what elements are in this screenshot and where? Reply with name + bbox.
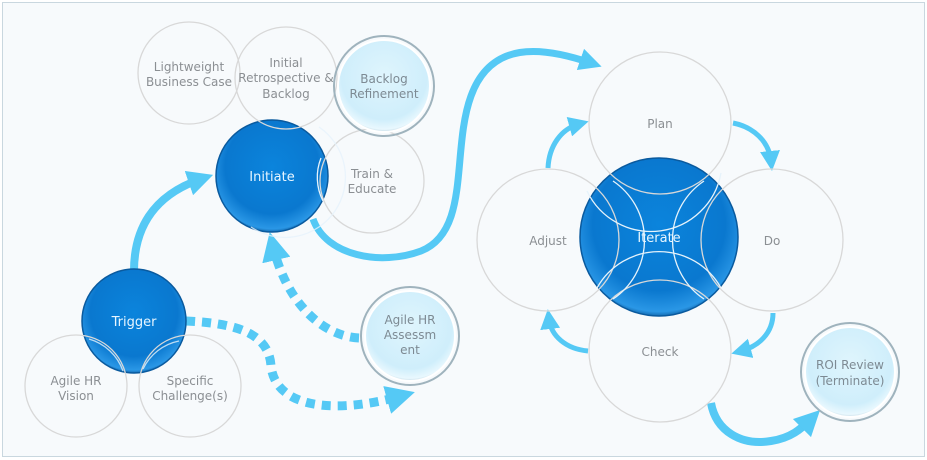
- node-backlog-label-1: Backlog: [360, 72, 407, 86]
- node-roi-label-1: ROI Review: [816, 358, 884, 372]
- edges: [130, 47, 821, 446]
- overlap-highlights: [88, 126, 722, 372]
- edge-adjust-to-plan: [545, 117, 589, 169]
- node-train-educate[interactable]: Train & Educate: [319, 128, 425, 234]
- node-trigger[interactable]: Trigger: [81, 268, 187, 374]
- node-retro-label-2: Retrospective &: [238, 71, 333, 85]
- edge-trigger-to-initiate: [130, 171, 214, 272]
- node-agile-hr-vision[interactable]: Agile HR Vision: [24, 334, 128, 438]
- node-vision-label-2: Vision: [58, 389, 94, 403]
- node-check-label: Check: [642, 345, 679, 359]
- node-trigger-label: Trigger: [111, 315, 157, 330]
- agile-hr-diagram: Initiate Trigger Lightweight Business Ca…: [24, 21, 900, 446]
- node-vision-label-1: Agile HR: [50, 374, 101, 388]
- edge-initiate-to-plan: [309, 47, 602, 262]
- node-initial-retrospective[interactable]: Initial Retrospective & Backlog: [234, 26, 338, 130]
- node-adjust[interactable]: Adjust: [476, 168, 620, 312]
- node-adjust-label: Adjust: [529, 234, 567, 248]
- node-backlog-label-2: Refinement: [349, 87, 418, 101]
- node-agile-hr-assessment[interactable]: Agile HR Assessm ent: [360, 286, 460, 386]
- node-roi-label-2: (Terminate): [816, 374, 885, 388]
- edge-do-to-check: [731, 312, 776, 358]
- node-plan-label: Plan: [647, 117, 673, 131]
- node-retro-label-1: Initial: [269, 56, 302, 70]
- node-iterate-label: Iterate: [637, 231, 680, 246]
- node-initiate-label: Initiate: [249, 170, 294, 185]
- node-challenges-label-1: Specific: [167, 374, 214, 388]
- node-plan[interactable]: Plan: [588, 51, 732, 195]
- node-assessment-label-1: Agile HR: [384, 313, 435, 327]
- node-lightweight-label-2: Business Case: [146, 75, 232, 89]
- node-specific-challenges[interactable]: Specific Challenge(s): [138, 334, 242, 438]
- node-do-label: Do: [764, 234, 781, 248]
- edge-plan-to-do: [732, 120, 780, 171]
- node-initiate[interactable]: Initiate: [215, 119, 329, 233]
- edge-check-to-adjust: [540, 309, 589, 354]
- node-iterate[interactable]: [579, 157, 739, 317]
- node-lightweight-business-case[interactable]: Lightweight Business Case: [137, 21, 241, 125]
- node-backlog-refinement[interactable]: Backlog Refinement: [333, 35, 435, 137]
- edge-check-to-roi: [707, 402, 821, 446]
- node-retro-label-3: Backlog: [262, 87, 309, 101]
- node-do[interactable]: Do: [700, 168, 844, 312]
- node-lightweight-label-1: Lightweight: [154, 60, 225, 74]
- node-challenges-label-2: Challenge(s): [152, 389, 228, 403]
- node-assessment-label-3: ent: [400, 343, 420, 357]
- node-roi-review[interactable]: ROI Review (Terminate): [800, 322, 900, 422]
- edge-assessment-to-initiate: [262, 231, 360, 343]
- node-train-label-2: Educate: [348, 182, 397, 196]
- node-check[interactable]: Check: [588, 279, 732, 423]
- node-train-label-1: Train &: [350, 167, 393, 181]
- node-assessment-label-2: Assessm: [384, 328, 436, 342]
